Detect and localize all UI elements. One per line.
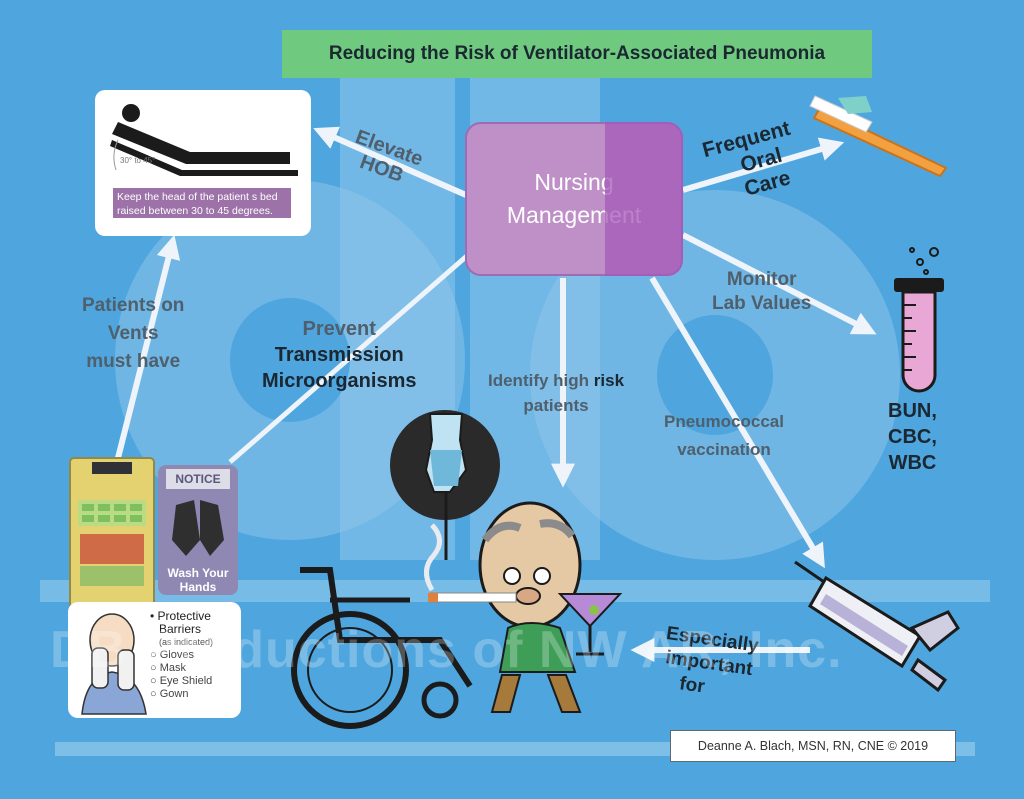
barrier-item: ○ Gloves [150, 649, 194, 661]
label-vaccination-line1: Pneumococcal [664, 412, 784, 431]
barrier-item: ○ Eye Shield [150, 675, 213, 687]
barriers-heading: • Protective [150, 609, 211, 623]
barriers-note: (as indicated) [159, 637, 214, 647]
label-high-risk-b: risk [593, 371, 625, 390]
hub-line1: Nursing [534, 169, 614, 195]
arrow-oral-care [682, 137, 845, 193]
label-high-risk-line2: patients [523, 396, 589, 415]
lab-list-line2: CBC, [888, 426, 937, 448]
barriers-heading-text: Protective [157, 609, 211, 623]
label-vents-line2: Vents [107, 323, 159, 344]
label-transmission-line1: Prevent [302, 318, 376, 340]
notice-line2: Hands [179, 580, 217, 594]
notice-title: NOTICE [166, 469, 230, 489]
line-transmission [228, 253, 470, 464]
label-vents: Patients on Vents must have [82, 292, 184, 376]
notice-footer: Wash Your Hands [160, 566, 236, 594]
notice-line1: Wash Your [167, 566, 229, 580]
arrow-vaccination [649, 276, 825, 569]
label-high-risk: Identify high risk patients [488, 368, 624, 418]
watermark-text: DB Productions of NW AR, Inc. [50, 621, 843, 679]
label-vents-line3: must have [86, 351, 181, 372]
label-high-risk-a: Identify high [488, 371, 594, 390]
author-credit: Deanne A. Blach, MSN, RN, CNE © 2019 [670, 730, 956, 762]
barriers-text: • Protective Barriers (as indicated) ○ G… [150, 610, 236, 701]
label-transmission-line2: Transmission [274, 344, 404, 366]
label-lab-line2: Lab Values [712, 293, 812, 314]
lab-list-line1: BUN, [888, 400, 937, 422]
arrow-lab-values [681, 232, 877, 335]
label-lab-values: Monitor Lab Values [712, 268, 811, 316]
label-transmission: Prevent Transmission Microorganisms [262, 316, 416, 394]
barrier-item: ○ Gown [150, 688, 189, 700]
arrow-elevate-hob [313, 126, 468, 198]
barrier-item-text: Gloves [159, 649, 194, 661]
hob-caption: Keep the head of the patient s bed raise… [113, 188, 291, 218]
label-transmission-line3: Microorganisms [262, 370, 417, 392]
barriers-heading2: Barriers [159, 622, 202, 636]
page-title: Reducing the Risk of Ventilator-Associat… [282, 30, 872, 78]
barrier-item-text: Gown [159, 688, 189, 700]
barrier-item: ○ Mask [150, 662, 186, 674]
label-vaccination-line2: vaccination [677, 440, 771, 459]
arrow-vents [115, 234, 181, 459]
barrier-item-text: Mask [159, 662, 186, 674]
label-vaccination: Pneumococcal vaccination [664, 408, 784, 464]
label-vents-line1: Patients on [82, 295, 185, 316]
label-lab-line1: Monitor [726, 269, 797, 290]
barrier-item-text: Eye Shield [159, 675, 213, 687]
hub-shade [605, 122, 683, 276]
lab-list-line3: WBC [888, 452, 937, 474]
angle-label: 30° to 45° [120, 156, 156, 165]
label-lab-list: BUN, CBC, WBC [888, 398, 937, 476]
